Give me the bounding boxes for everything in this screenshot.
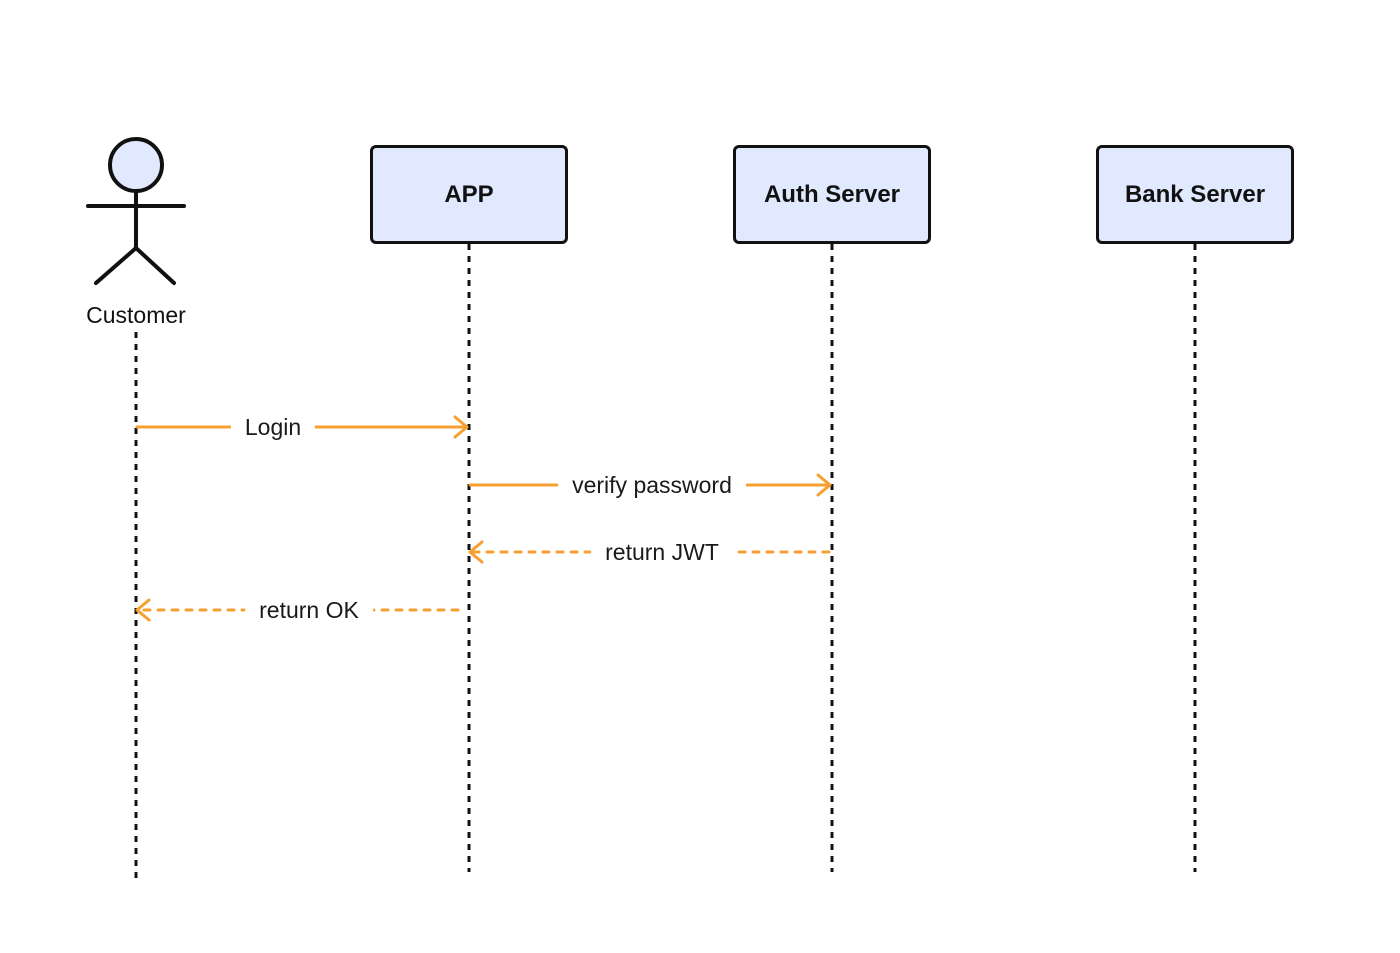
participant-app[interactable]: APP bbox=[370, 145, 568, 244]
message-label-return-jwt: return JWT bbox=[591, 537, 733, 567]
arrowhead-icon bbox=[816, 473, 832, 497]
participant-label: Bank Server bbox=[1124, 180, 1266, 208]
stick-figure-icon bbox=[86, 137, 186, 285]
actor-head bbox=[108, 137, 164, 193]
arrowhead-icon bbox=[453, 415, 469, 439]
participant-label: APP bbox=[444, 180, 494, 208]
arrowhead-icon bbox=[135, 598, 151, 622]
message-label-login: Login bbox=[230, 412, 316, 442]
participant-bank-server[interactable]: Bank Server bbox=[1096, 145, 1294, 244]
message-label-return-ok: return OK bbox=[245, 595, 373, 625]
actor-left-leg bbox=[94, 246, 138, 285]
participant-label: Auth Server bbox=[763, 180, 901, 208]
actor-label-customer: Customer bbox=[86, 302, 186, 328]
arrowhead-icon bbox=[468, 540, 484, 564]
message-label-verify-password: verify password bbox=[558, 470, 746, 500]
actor-right-leg bbox=[134, 246, 176, 285]
participant-auth-server[interactable]: Auth Server bbox=[733, 145, 931, 244]
message-arrow-return-jwt bbox=[468, 540, 831, 564]
